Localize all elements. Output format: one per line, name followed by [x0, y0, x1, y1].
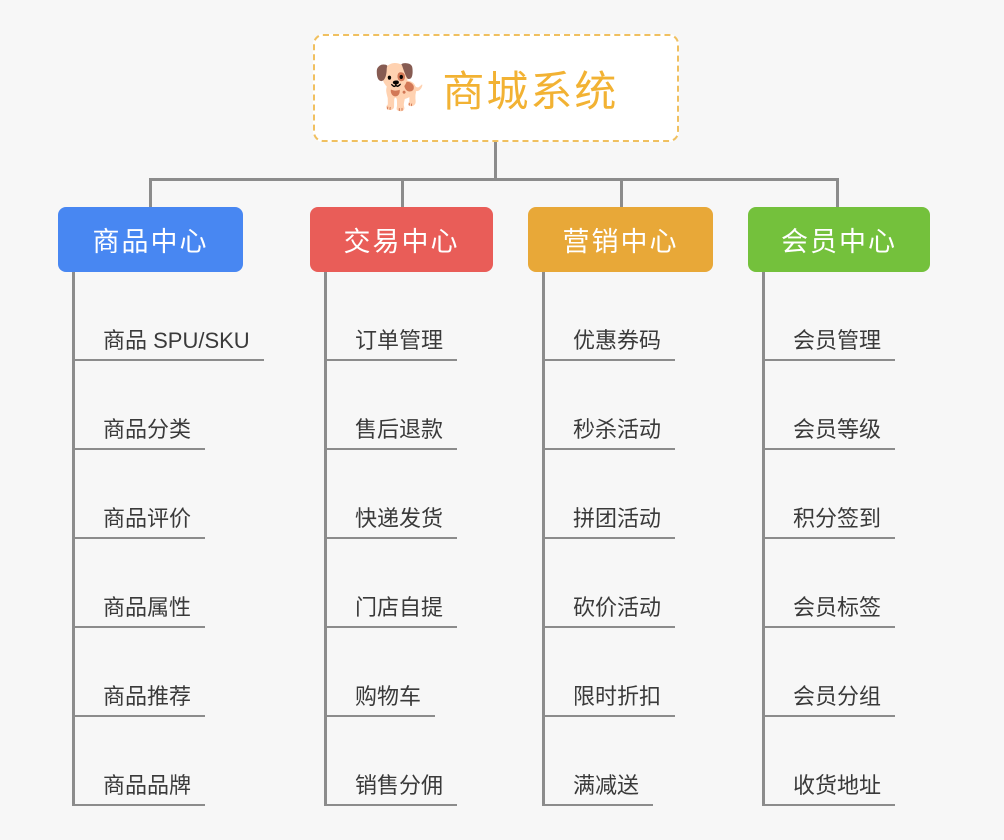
shiba-dog-face-icon: 🐕 [373, 63, 429, 112]
list-item[interactable]: 购物车 [327, 628, 493, 717]
category-title: 交易中心 [343, 227, 460, 257]
leaf-list-member: 会员管理 会员等级 积分签到 会员标签 会员分组 收货地址 [762, 272, 930, 806]
list-item[interactable]: 商品 SPU/SKU [75, 272, 264, 361]
leaf-label: 限时折扣 [545, 684, 676, 717]
leaf-label: 商品分类 [75, 417, 206, 450]
list-item[interactable]: 门店自提 [327, 539, 493, 628]
leaf-label: 会员分组 [765, 684, 896, 717]
category-title: 营销中心 [562, 227, 679, 257]
category-title: 商品中心 [92, 227, 209, 257]
list-item[interactable]: 会员管理 [765, 272, 930, 361]
list-item[interactable]: 销售分佣 [327, 717, 493, 806]
list-item[interactable]: 订单管理 [327, 272, 493, 361]
list-item[interactable]: 会员标签 [765, 539, 930, 628]
list-item[interactable]: 售后退款 [327, 361, 493, 450]
category-header-marketing[interactable]: 营销中心 [528, 207, 713, 272]
list-item[interactable]: 商品评价 [75, 450, 264, 539]
list-item[interactable]: 秒杀活动 [545, 361, 713, 450]
connector-branch-1 [149, 178, 152, 207]
list-item[interactable]: 商品分类 [75, 361, 264, 450]
connector-branch-3 [620, 178, 623, 207]
branch-column-trade: 交易中心 订单管理 售后退款 快递发货 门店自提 购物车 销售分佣 [310, 207, 493, 806]
list-item[interactable]: 会员等级 [765, 361, 930, 450]
leaf-label: 商品品牌 [75, 773, 206, 806]
leaf-list-marketing: 优惠券码 秒杀活动 拼团活动 砍价活动 限时折扣 满减送 [542, 272, 713, 806]
leaf-label: 门店自提 [327, 595, 458, 628]
branch-column-member: 会员中心 会员管理 会员等级 积分签到 会员标签 会员分组 收货地址 [748, 207, 930, 806]
list-item[interactable]: 商品品牌 [75, 717, 264, 806]
leaf-label: 商品属性 [75, 595, 206, 628]
leaf-label: 商品 SPU/SKU [75, 328, 264, 361]
connector-branch-4 [836, 178, 839, 207]
leaf-label: 商品推荐 [75, 684, 206, 717]
leaf-list-trade: 订单管理 售后退款 快递发货 门店自提 购物车 销售分佣 [324, 272, 493, 806]
leaf-label: 砍价活动 [545, 595, 676, 628]
connector-branch-2 [401, 178, 404, 207]
list-item[interactable]: 拼团活动 [545, 450, 713, 539]
list-item[interactable]: 会员分组 [765, 628, 930, 717]
leaf-label: 优惠券码 [545, 328, 676, 361]
root-node[interactable]: 🐕 商城系统 [313, 34, 679, 142]
list-item[interactable]: 快递发货 [327, 450, 493, 539]
category-header-member[interactable]: 会员中心 [748, 207, 930, 272]
leaf-label: 满减送 [545, 773, 654, 806]
list-item[interactable]: 商品推荐 [75, 628, 264, 717]
leaf-label: 会员管理 [765, 328, 896, 361]
list-item[interactable]: 商品属性 [75, 539, 264, 628]
leaf-label: 订单管理 [327, 328, 458, 361]
category-header-product[interactable]: 商品中心 [58, 207, 243, 272]
leaf-label: 收货地址 [765, 773, 896, 806]
branch-column-marketing: 营销中心 优惠券码 秒杀活动 拼团活动 砍价活动 限时折扣 满减送 [528, 207, 713, 806]
list-item[interactable]: 优惠券码 [545, 272, 713, 361]
category-header-trade[interactable]: 交易中心 [310, 207, 493, 272]
leaf-label: 商品评价 [75, 506, 206, 539]
leaf-label: 会员等级 [765, 417, 896, 450]
leaf-label: 拼团活动 [545, 506, 676, 539]
leaf-list-product: 商品 SPU/SKU 商品分类 商品评价 商品属性 商品推荐 商品品牌 [72, 272, 264, 806]
list-item[interactable]: 积分签到 [765, 450, 930, 539]
leaf-label: 积分签到 [765, 506, 896, 539]
leaf-label: 售后退款 [327, 417, 458, 450]
connector-horizontal-bus [149, 178, 839, 181]
list-item[interactable]: 限时折扣 [545, 628, 713, 717]
list-item[interactable]: 满减送 [545, 717, 713, 806]
list-item[interactable]: 砍价活动 [545, 539, 713, 628]
leaf-label: 会员标签 [765, 595, 896, 628]
leaf-label: 购物车 [327, 684, 436, 717]
leaf-label: 秒杀活动 [545, 417, 676, 450]
list-item[interactable]: 收货地址 [765, 717, 930, 806]
category-title: 会员中心 [781, 227, 897, 257]
leaf-label: 快递发货 [327, 506, 458, 539]
connector-root-stem [494, 142, 497, 180]
leaf-label: 销售分佣 [327, 773, 458, 806]
branch-column-product: 商品中心 商品 SPU/SKU 商品分类 商品评价 商品属性 商品推荐 商品品牌 [58, 207, 264, 806]
root-title: 商城系统 [442, 67, 619, 115]
